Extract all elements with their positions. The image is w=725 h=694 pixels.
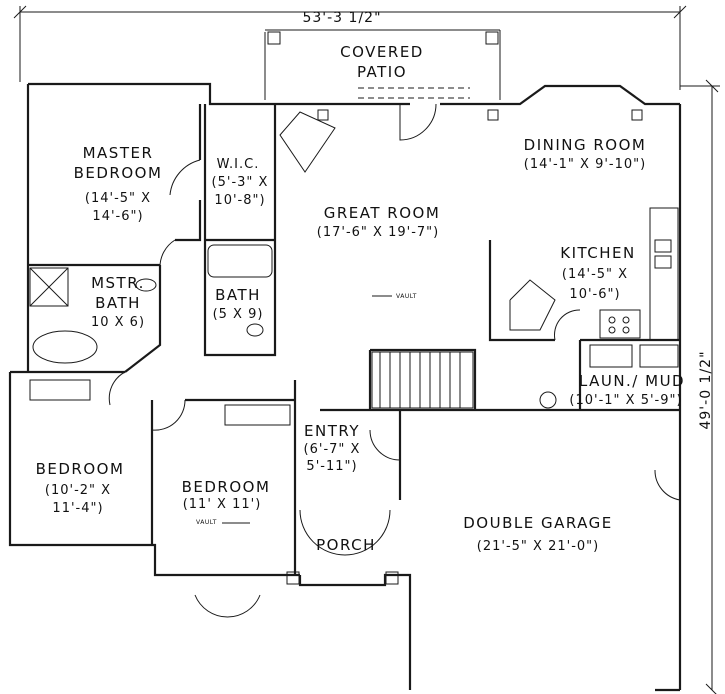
great-room-size: (17'-6" X 19'-7") [317, 225, 439, 240]
laundry-label: LAUN./ MUD [579, 372, 685, 390]
bath-fixtures [207, 244, 273, 337]
entry-label: ENTRY [304, 422, 360, 440]
entry-size-2: 5'-11") [306, 459, 357, 474]
svg-text:VAULT: VAULT [196, 519, 217, 526]
master-bath-label-1: MSTR. [91, 274, 145, 292]
garage-label: DOUBLE GARAGE [463, 514, 613, 532]
covered-patio-label-2: PATIO [357, 63, 407, 81]
kitchen-size-2: 10'-6") [569, 287, 620, 302]
bedroom-mid-vault-note: VAULT [196, 519, 250, 526]
master-bath-label-2: BATH [95, 294, 141, 312]
interior-walls [28, 104, 680, 575]
porch-label: PORCH [316, 536, 376, 554]
kitchen-label: KITCHEN [560, 244, 636, 262]
bedroom-left-size-2: 11'-4") [52, 501, 103, 516]
right-dimension-line [680, 79, 720, 694]
overall-depth-label: 49'-0 1/2" [698, 350, 714, 429]
wic-label: W.I.C. [217, 157, 260, 172]
top-dimension-line [13, 5, 687, 90]
great-room-vault-note: VAULT [372, 293, 417, 300]
svg-text:VAULT: VAULT [396, 293, 417, 300]
doors [108, 103, 681, 618]
master-bedroom-size-2: 14'-6") [92, 209, 143, 224]
bedroom-closets [29, 379, 291, 426]
covered-patio-label-1: COVERED [340, 43, 424, 61]
wic-size-2: 10'-8") [214, 193, 265, 208]
bath-label: BATH [215, 286, 261, 304]
dining-room-label: DINING ROOM [524, 136, 647, 154]
exterior-walls [8, 82, 682, 692]
master-bath-fixtures [29, 267, 157, 364]
wic-size-1: (5'-3" X [212, 175, 269, 190]
bedroom-mid-size: (11' X 11') [183, 497, 262, 512]
master-bedroom-label-2: BEDROOM [74, 164, 163, 182]
bedroom-mid-label: BEDROOM [182, 478, 271, 496]
great-room-label: GREAT ROOM [324, 204, 441, 222]
bedroom-left-label: BEDROOM [36, 460, 125, 478]
fireplace [279, 109, 336, 173]
columns [286, 109, 643, 585]
master-bedroom-size-1: (14'-5" X [85, 191, 151, 206]
entry-size-1: (6'-7" X [304, 442, 361, 457]
kitchen-size-1: (14'-5" X [562, 267, 628, 282]
dining-room-size: (14'-1" X 9'-10") [524, 157, 646, 172]
master-bath-size: 10 X 6) [91, 315, 145, 330]
bath-size: (5 X 9) [213, 307, 264, 322]
master-bedroom-label-1: MASTER [83, 144, 154, 162]
overall-width-label: 53'-3 1/2" [302, 10, 381, 26]
kitchen-fixtures [509, 207, 679, 341]
bedroom-left-size-1: (10'-2" X [45, 483, 111, 498]
svg-text:49'-0 1/2": 49'-0 1/2" [698, 350, 714, 429]
laundry-size: (10'-1" X 5'-9") [569, 393, 682, 408]
garage-size: (21'-5" X 21'-0") [477, 539, 599, 554]
laundry-fixtures [539, 344, 679, 409]
svg-text:53'-3 1/2": 53'-3 1/2" [302, 10, 381, 26]
stairs [371, 351, 474, 409]
covered-patio-outline [264, 29, 501, 100]
